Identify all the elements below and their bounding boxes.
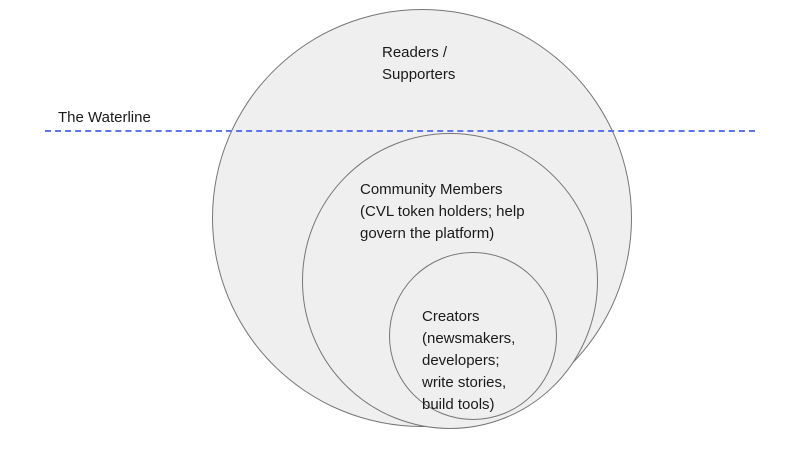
waterline-dashed-line [45,130,755,132]
outer-circle-label: Readers / Supporters [382,44,456,83]
inner-circle-label: Creators (newsmakers, developers; write … [422,308,516,413]
middle-circle-label: Community Members (CVL token holders; he… [360,181,525,242]
waterline-label: The Waterline [58,109,151,126]
inner-circle-creators [389,252,557,420]
